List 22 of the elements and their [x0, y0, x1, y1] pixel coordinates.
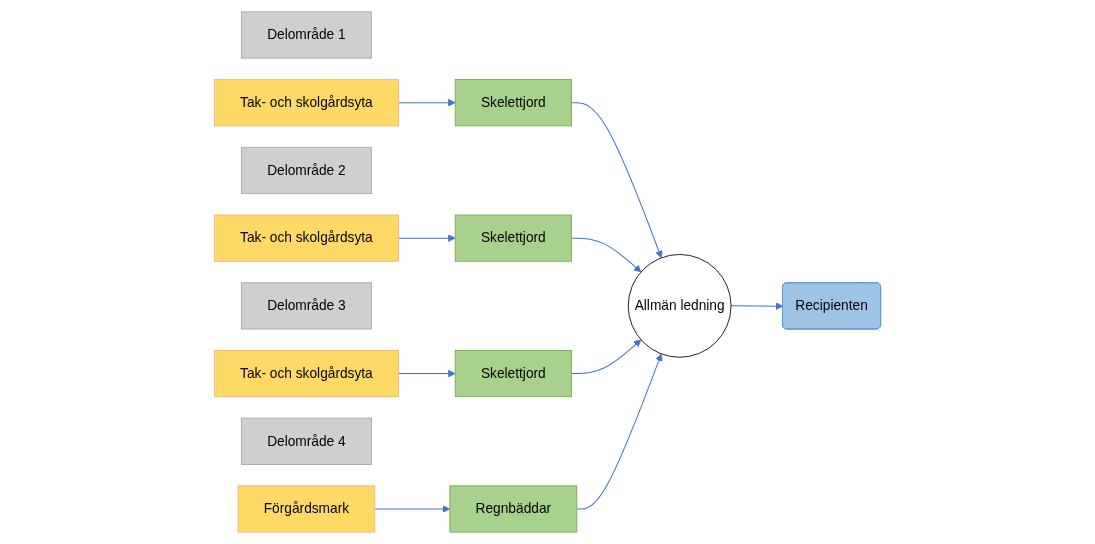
node-box: Delområde 1 — [241, 11, 372, 59]
arrow — [397, 234, 456, 242]
arrow — [570, 237, 642, 273]
arrow — [374, 505, 451, 513]
arrow — [397, 98, 456, 107]
node-box: Skelettjord — [454, 214, 572, 262]
node-circle: Allmän ledning — [627, 254, 732, 358]
node-box: Förgårdsmark — [237, 485, 376, 533]
node-box: Delområde 3 — [241, 282, 372, 330]
arrow — [570, 102, 663, 259]
node-box: Delområde 2 — [241, 146, 372, 194]
node-box: Delområde 4 — [241, 417, 372, 465]
node-box: Regnbäddar — [449, 485, 578, 533]
arrow — [397, 369, 456, 378]
node-box: Tak- och skolgårdsyta — [213, 350, 399, 398]
node-box: Tak- och skolgårdsyta — [213, 79, 399, 127]
arrow — [570, 339, 642, 375]
arrow — [730, 302, 784, 310]
node-box: Tak- och skolgårdsyta — [213, 214, 399, 262]
node-box: Skelettjord — [454, 350, 572, 398]
arrow — [576, 353, 663, 510]
node-box: Skelettjord — [454, 79, 572, 127]
